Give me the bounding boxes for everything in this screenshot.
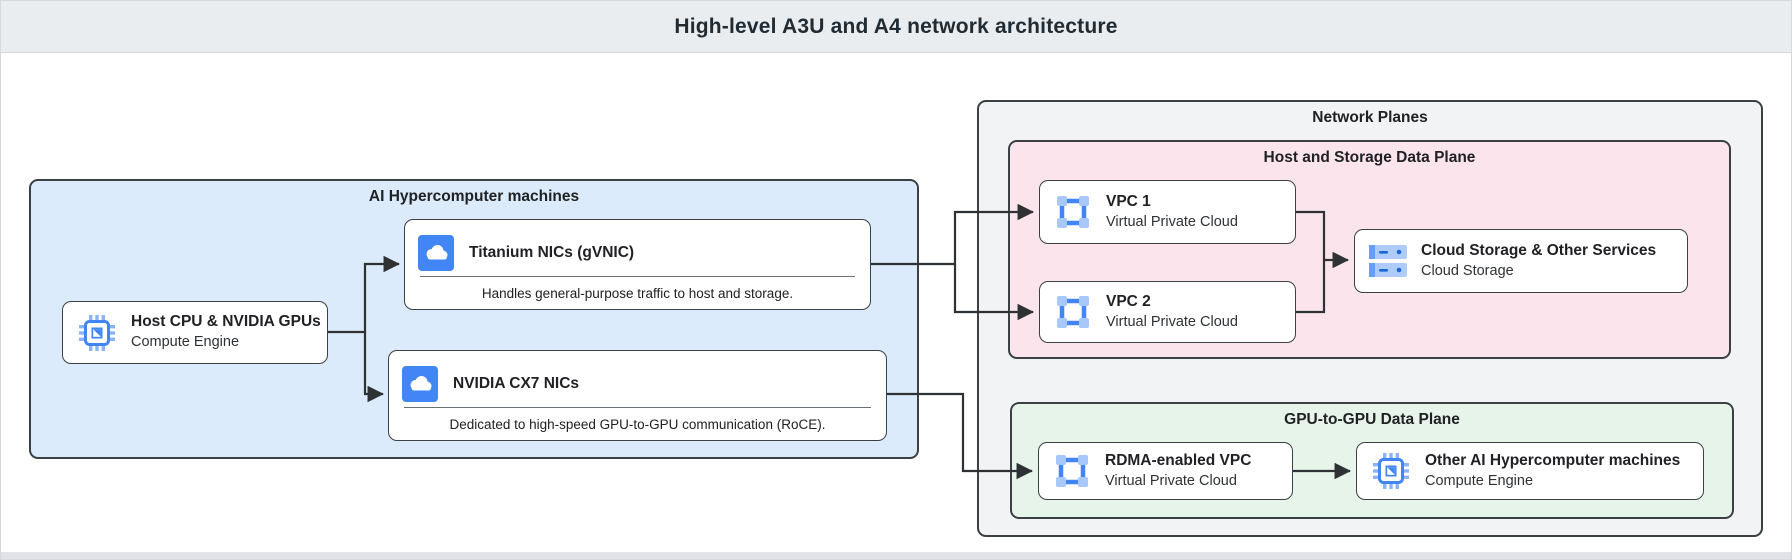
node-description: Dedicated to high-speed GPU-to-GPU commu… bbox=[449, 417, 826, 432]
page-title: High-level A3U and A4 network architectu… bbox=[674, 14, 1118, 38]
node-description: Handles general-purpose traffic to host … bbox=[481, 286, 794, 301]
node-title: Cloud Storage & Other Services bbox=[1421, 241, 1657, 259]
node-subtitle: Compute Engine bbox=[131, 334, 240, 351]
node-title: NVIDIA CX7 NICs bbox=[453, 375, 580, 392]
diagram-header: High-level A3U and A4 network architectu… bbox=[1, 1, 1791, 53]
group-label-host-storage-data-plane: Host and Storage Data Plane bbox=[1263, 149, 1476, 166]
group-label-network-planes: Network Planes bbox=[1312, 109, 1428, 126]
node-title: Titanium NICs (gVNIC) bbox=[469, 244, 635, 261]
node-title: Other AI Hypercomputer machines bbox=[1425, 451, 1681, 469]
node-titanium-nics: Titanium NICs (gVNIC) Handles general-pu… bbox=[404, 219, 871, 310]
vpc-icon bbox=[1057, 296, 1089, 328]
node-host-cpu-gpus: Host CPU & NVIDIA GPUs Compute Engine bbox=[62, 301, 328, 364]
vpc-icon bbox=[1056, 455, 1088, 487]
node-other-ai-machines: Other AI Hypercomputer machines Compute … bbox=[1356, 442, 1704, 500]
node-subtitle: Virtual Private Cloud bbox=[1106, 313, 1238, 330]
node-title: Host CPU & NVIDIA GPUs bbox=[131, 313, 321, 331]
node-rdma-vpc: RDMA-enabled VPC Virtual Private Cloud bbox=[1038, 442, 1293, 500]
cloud-icon bbox=[418, 235, 454, 271]
vpc-icon bbox=[1057, 196, 1089, 228]
node-cloud-storage: Cloud Storage & Other Services Cloud Sto… bbox=[1354, 229, 1688, 293]
bottom-edge-strip bbox=[1, 552, 1791, 559]
cloud-storage-icon bbox=[1369, 245, 1407, 277]
compute-engine-chip-icon bbox=[1373, 453, 1409, 489]
divider bbox=[404, 407, 871, 408]
node-subtitle: Compute Engine bbox=[1425, 472, 1534, 489]
compute-engine-chip-icon bbox=[79, 314, 115, 351]
cloud-icon bbox=[402, 366, 438, 402]
node-vpc1: VPC 1 Virtual Private Cloud bbox=[1039, 180, 1296, 244]
node-subtitle: Cloud Storage bbox=[1421, 262, 1514, 279]
node-nvidia-cx7-nics: NVIDIA CX7 NICs Dedicated to high-speed … bbox=[388, 350, 887, 441]
group-label-ai-hypercomputer-machines: AI Hypercomputer machines bbox=[368, 188, 580, 205]
node-subtitle: Virtual Private Cloud bbox=[1105, 472, 1237, 489]
node-title: VPC 1 bbox=[1106, 192, 1151, 210]
group-label-gpu-to-gpu-data-plane: GPU-to-GPU Data Plane bbox=[1284, 411, 1460, 428]
divider bbox=[420, 276, 855, 277]
node-title: RDMA-enabled VPC bbox=[1105, 451, 1252, 469]
node-vpc2: VPC 2 Virtual Private Cloud bbox=[1039, 281, 1296, 343]
node-subtitle: Virtual Private Cloud bbox=[1106, 213, 1238, 230]
node-title: VPC 2 bbox=[1106, 292, 1151, 310]
